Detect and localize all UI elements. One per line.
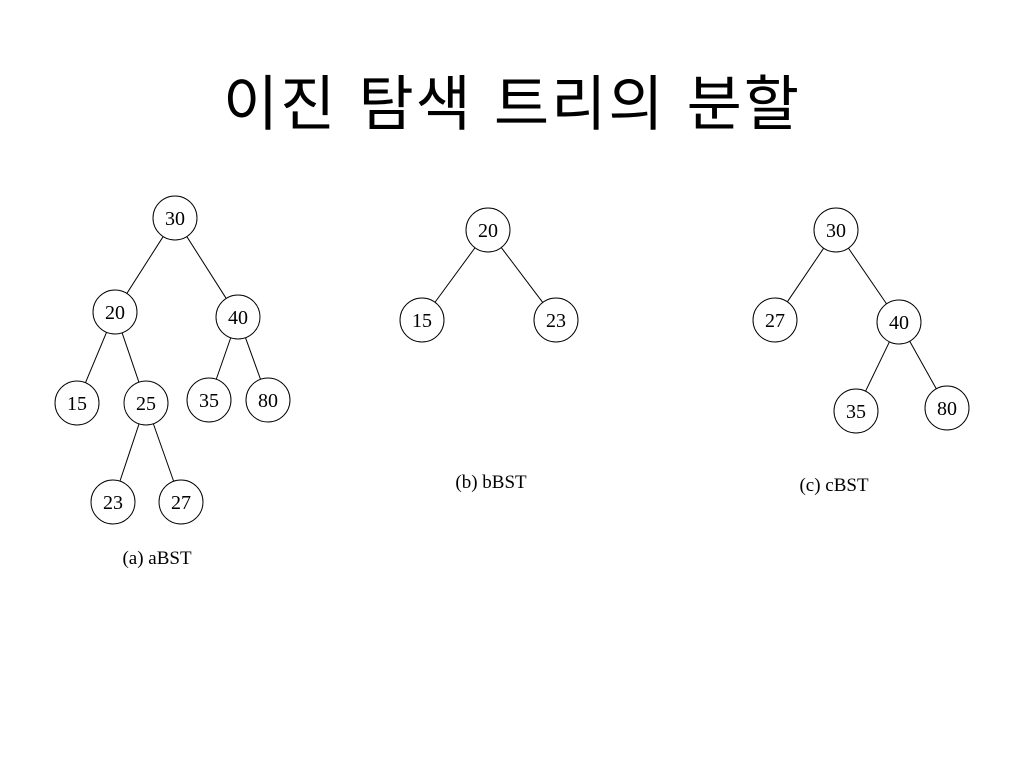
tree-edge xyxy=(245,337,261,380)
tree-node-circle xyxy=(186,377,232,423)
tree-c: 30 27 40 35 80 (c) cBST xyxy=(752,207,970,496)
tree-node-label: 40 xyxy=(228,307,248,329)
tree-a: 30 20 40 15 25 35 80 23 27 (a) aBST xyxy=(54,195,291,569)
tree-node-circle xyxy=(533,297,579,343)
tree-node-circle xyxy=(92,289,138,335)
slide-title: 이진 탐색 트리의 분할 xyxy=(222,70,802,140)
tree-node-label: 30 xyxy=(826,220,846,242)
tree-edge xyxy=(909,340,937,390)
tree-node-circle xyxy=(152,195,198,241)
tree-edge xyxy=(85,332,107,383)
tree-node-circle xyxy=(158,479,204,525)
tree-node-label: 20 xyxy=(478,220,498,242)
tree-node-label: 20 xyxy=(105,302,125,324)
tree-node-label: 27 xyxy=(765,310,785,332)
tree-node-circle xyxy=(123,380,169,426)
tree-node-circle xyxy=(54,380,100,426)
tree-node-label: 40 xyxy=(889,312,909,334)
tree-edge xyxy=(215,337,232,380)
tree-node-label: 25 xyxy=(136,393,156,415)
tree-edge xyxy=(434,247,476,303)
tree-node-circle xyxy=(90,479,136,525)
tree-caption: (b) bBST xyxy=(455,472,527,493)
tree-node-circle xyxy=(833,388,879,434)
tree-node-label: 23 xyxy=(546,310,566,332)
tree-edge xyxy=(121,332,140,383)
tree-node-label: 15 xyxy=(412,310,432,332)
tree-node-label: 23 xyxy=(103,492,123,514)
tree-edge xyxy=(126,236,164,294)
tree-caption: (a) aBST xyxy=(122,548,192,569)
tree-edge xyxy=(786,247,825,303)
tree-node-circle xyxy=(399,297,445,343)
tree-node-circle xyxy=(876,299,922,345)
tree-edge xyxy=(152,423,175,482)
tree-node-label: 30 xyxy=(165,208,185,230)
tree-node-label: 80 xyxy=(937,398,957,420)
tree-node-circle xyxy=(813,207,859,253)
tree-node-label: 80 xyxy=(258,390,278,412)
tree-node-circle xyxy=(924,385,970,431)
tree-node-circle xyxy=(752,297,798,343)
tree-node-circle xyxy=(215,294,261,340)
tree-edge xyxy=(848,247,887,305)
tree-edge xyxy=(186,236,227,299)
tree-node-circle xyxy=(245,377,291,423)
tree-node-label: 35 xyxy=(199,390,219,412)
tree-b: 20 15 23 (b) bBST xyxy=(399,207,579,493)
tree-edge xyxy=(500,247,544,303)
tree-edge xyxy=(119,423,140,482)
tree-edge xyxy=(865,341,890,392)
tree-caption: (c) cBST xyxy=(799,475,869,496)
tree-node-label: 15 xyxy=(67,393,87,415)
tree-node-label: 27 xyxy=(171,492,191,514)
tree-node-label: 35 xyxy=(846,401,866,423)
tree-node-circle xyxy=(465,207,511,253)
